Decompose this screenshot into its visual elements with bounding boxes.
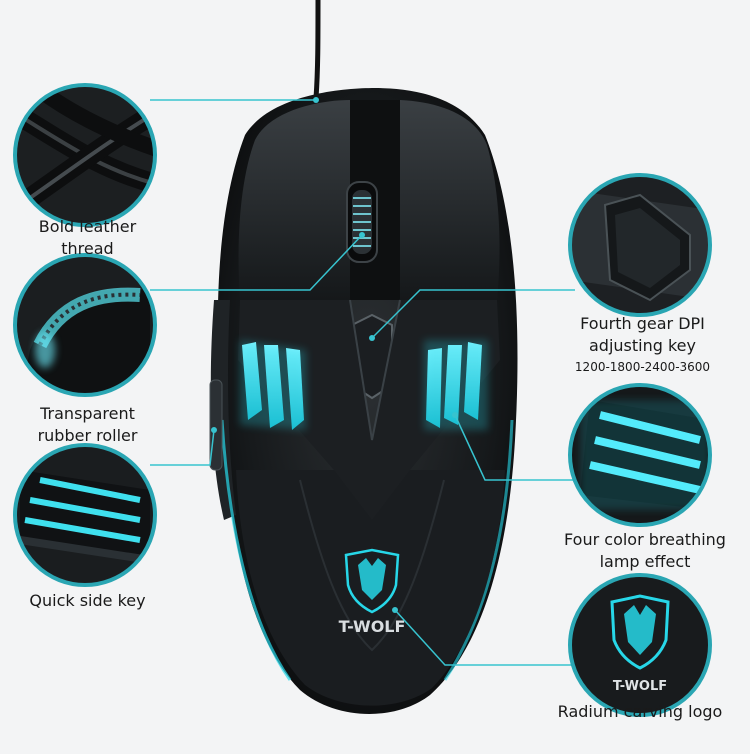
- label-line: Bold leather: [38, 217, 137, 236]
- label-line: rubber roller: [37, 426, 138, 445]
- label-line: Four color breathing: [564, 530, 726, 549]
- callout-lamp-image: [568, 383, 712, 527]
- brand-logo-text: T-WOLF: [339, 617, 406, 636]
- label-dpi-key: Fourth gear DPI adjusting key: [565, 313, 720, 357]
- label-quick-side-key: Quick side key: [15, 590, 160, 612]
- mouse-body: [209, 88, 518, 714]
- callout-side-key-image: [13, 443, 157, 587]
- label-line: Transparent: [40, 404, 135, 423]
- callout-logo-text: T-WOLF: [613, 679, 667, 694]
- side-key: [209, 379, 223, 471]
- label-line: adjusting key: [589, 336, 696, 355]
- callout-logo-image: [568, 573, 712, 717]
- right-light-strips: [424, 340, 488, 430]
- label-transparent-rubber-roller: Transparent rubber roller: [15, 403, 160, 447]
- callout-dpi-key-image: [568, 173, 712, 317]
- mouse-cable: [313, 0, 321, 99]
- label-line: Radium carving logo: [557, 702, 723, 721]
- wolf-logo-icon: [344, 548, 400, 614]
- label-breathing-lamp: Four color breathing lamp effect: [545, 529, 745, 573]
- left-light-strips: [240, 340, 306, 430]
- label-line: thread: [61, 239, 114, 258]
- scroll-wheel: [346, 181, 378, 263]
- leader-lines: [150, 99, 575, 666]
- label-dpi-levels: 1200-1800-2400-3600: [574, 360, 711, 374]
- label-line: Fourth gear DPI: [580, 314, 705, 333]
- label-bold-leather-thread: Bold leather thread: [20, 216, 155, 260]
- label-radium-carving-logo: Radium carving logo: [545, 701, 735, 723]
- label-line: Quick side key: [29, 591, 146, 610]
- callout-roller-image: [13, 253, 157, 397]
- label-line: lamp effect: [599, 552, 691, 571]
- callout-cable-image: [13, 83, 157, 227]
